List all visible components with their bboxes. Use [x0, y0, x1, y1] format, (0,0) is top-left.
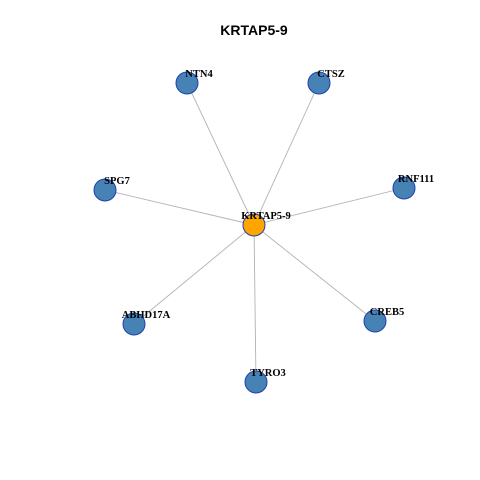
node-label-rnf111: RNF111: [398, 174, 434, 185]
node-tyro3: [244, 370, 268, 394]
node-label-abhd17a: ABHD17A: [122, 310, 171, 321]
node-label-krtap5-9: KRTAP5-9: [241, 211, 291, 222]
node-label-tyro3: TYRO3: [250, 368, 286, 379]
node-label-ntn4: NTN4: [185, 69, 213, 80]
node-ctsz: [307, 71, 331, 95]
node-label-creb5: CREB5: [370, 307, 404, 318]
edge-krtap5-9-abhd17a: [133, 224, 255, 325]
edge-krtap5-9-ctsz: [253, 82, 320, 226]
edge-krtap5-9-rnf111: [253, 187, 405, 226]
edge-krtap5-9-ntn4: [186, 82, 255, 226]
edge-krtap5-9-spg7: [104, 189, 255, 226]
nodes-layer: [93, 71, 416, 394]
node-ntn4: [175, 71, 199, 95]
node-krtap5-9: [242, 213, 266, 237]
edge-krtap5-9-tyro3: [253, 224, 257, 383]
edge-krtap5-9-creb5: [253, 224, 376, 322]
diagram-title: KRTAP5-9: [220, 22, 288, 38]
node-label-ctsz: CTSZ: [317, 69, 344, 80]
node-label-spg7: SPG7: [104, 176, 130, 187]
node-creb5: [363, 309, 387, 333]
edges-layer: [104, 82, 405, 383]
node-abhd17a: [122, 312, 146, 336]
node-spg7: [93, 178, 117, 202]
node-rnf111: [392, 176, 416, 200]
